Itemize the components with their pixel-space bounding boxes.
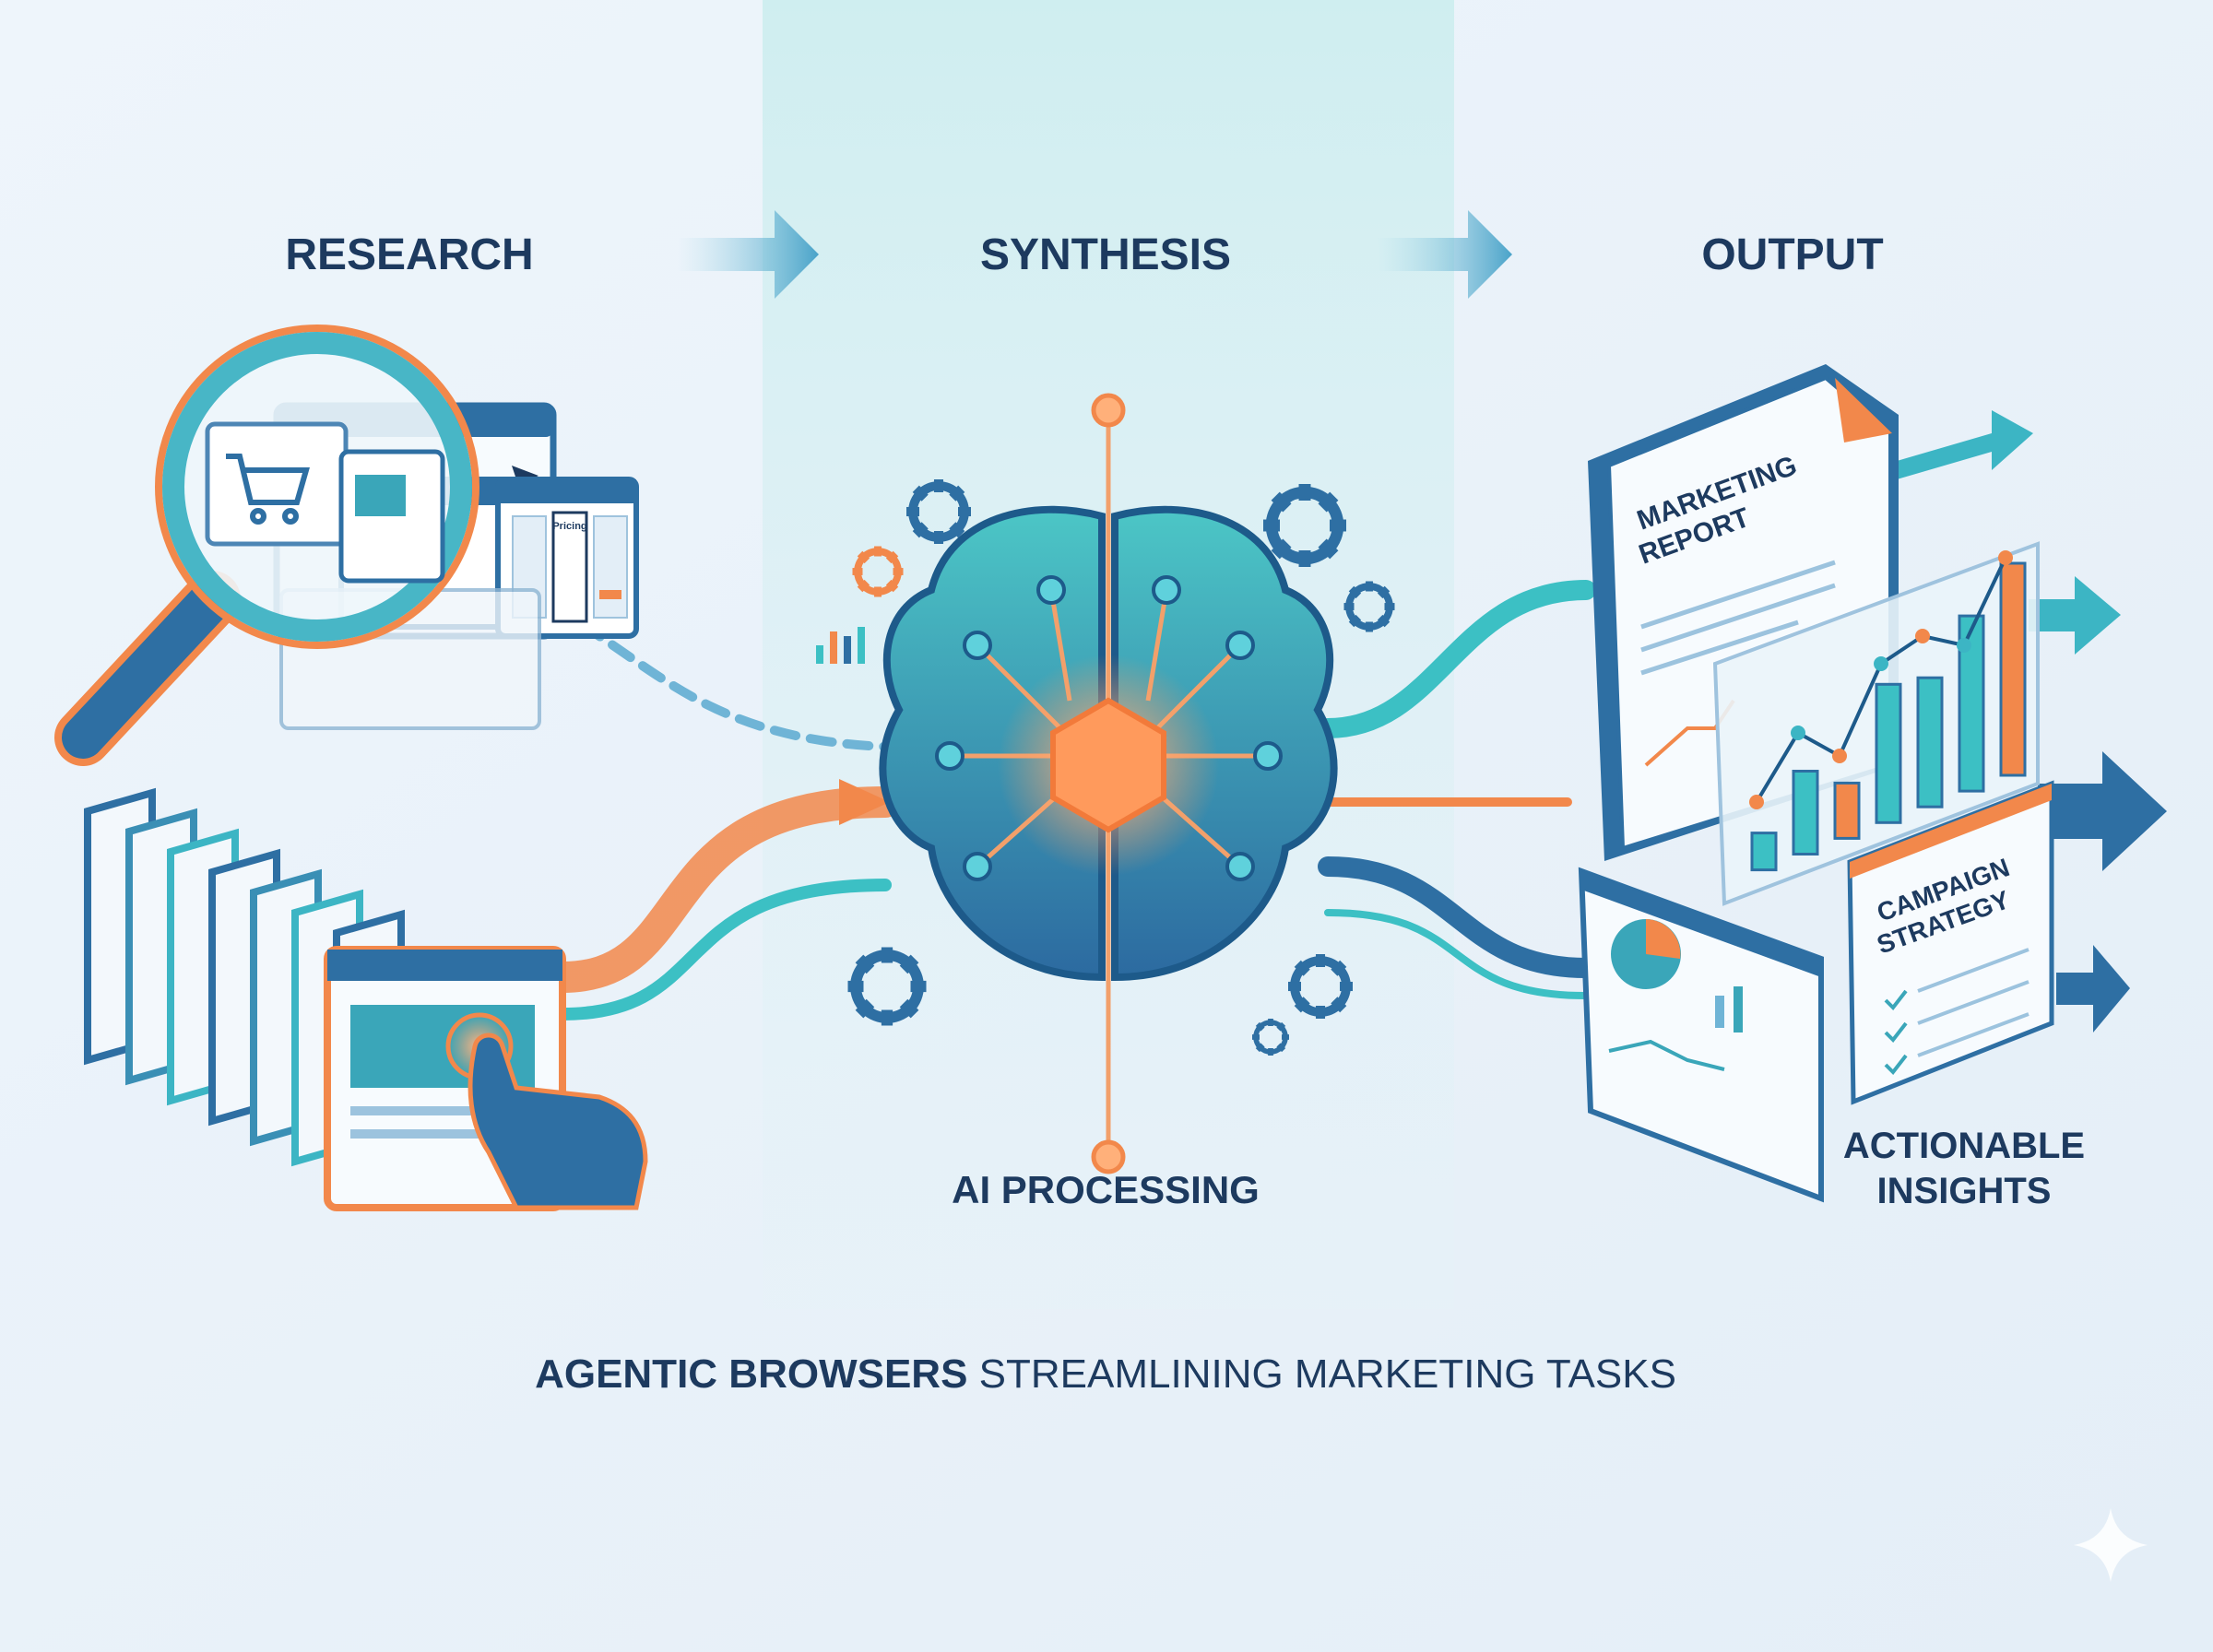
- chart-bar: [1750, 832, 1778, 872]
- footer-title: AGENTIC BROWSERS STREAMLINING MARKETING …: [535, 1351, 1676, 1397]
- insights-line1: ACTIONABLE: [1843, 1126, 2085, 1166]
- arrow-right-icon: [839, 779, 890, 825]
- chart-point: [1874, 656, 1888, 671]
- arrow-right-icon: [1377, 210, 1512, 299]
- chart-point: [1957, 638, 1971, 653]
- pointing-hand-icon: [445, 1012, 648, 1210]
- gear-icons: [847, 479, 1395, 1056]
- footer-title-rest: STREAMLINING MARKETING TASKS: [967, 1351, 1676, 1397]
- chart-point: [1998, 550, 2013, 565]
- magnifier-icon: [54, 324, 479, 766]
- pie-chart-icon: [1611, 919, 1681, 989]
- ai-processing-caption: AI PROCESSING: [952, 1168, 1260, 1211]
- footer-title-bold: AGENTIC BROWSERS: [535, 1351, 967, 1397]
- pricing-label: Pricing: [552, 521, 586, 532]
- chart-point: [1749, 795, 1764, 809]
- chart-point: [1791, 726, 1805, 740]
- analytics-dashboard: [1578, 867, 1824, 1203]
- campaign-strategy-card: CAMPAIGN STRATEGY: [1847, 780, 2054, 1105]
- arrow-right-icon: [678, 210, 819, 299]
- stage-heading-output: OUTPUT: [1701, 230, 1883, 279]
- gear-icon: [1252, 1019, 1289, 1056]
- sparkle-icon: [2074, 1508, 2148, 1582]
- checkmark-icon: [1884, 989, 1908, 1076]
- gear-icon: [1343, 581, 1395, 632]
- chart-bar: [1916, 676, 1944, 808]
- shopping-cart-icon: [226, 454, 310, 525]
- chart-bar: [1833, 781, 1861, 840]
- stage-heading-research: RESEARCH: [285, 230, 533, 279]
- gear-icon: [1263, 484, 1346, 567]
- gear-icon: [1288, 954, 1353, 1019]
- chart-bar: [1792, 770, 1819, 856]
- chart-point: [1832, 749, 1847, 763]
- stage-heading-synthesis: SYNTHESIS: [980, 230, 1231, 279]
- gear-icon: [852, 546, 904, 597]
- chart-point: [1915, 629, 1930, 643]
- chart-bar: [1875, 682, 1902, 824]
- brain-circuit-icon: [879, 393, 1338, 1174]
- chart-bar: [1999, 561, 2027, 777]
- bar-chart-icon: [816, 627, 865, 664]
- gear-icon: [906, 479, 971, 544]
- output-arrows: [1881, 410, 2167, 1032]
- gear-icon: [847, 947, 927, 1026]
- bar-chart-panel: [1712, 541, 2040, 906]
- insights-line2: INSIGHTS: [1877, 1171, 2052, 1211]
- browser-tab-stack: [84, 787, 566, 1211]
